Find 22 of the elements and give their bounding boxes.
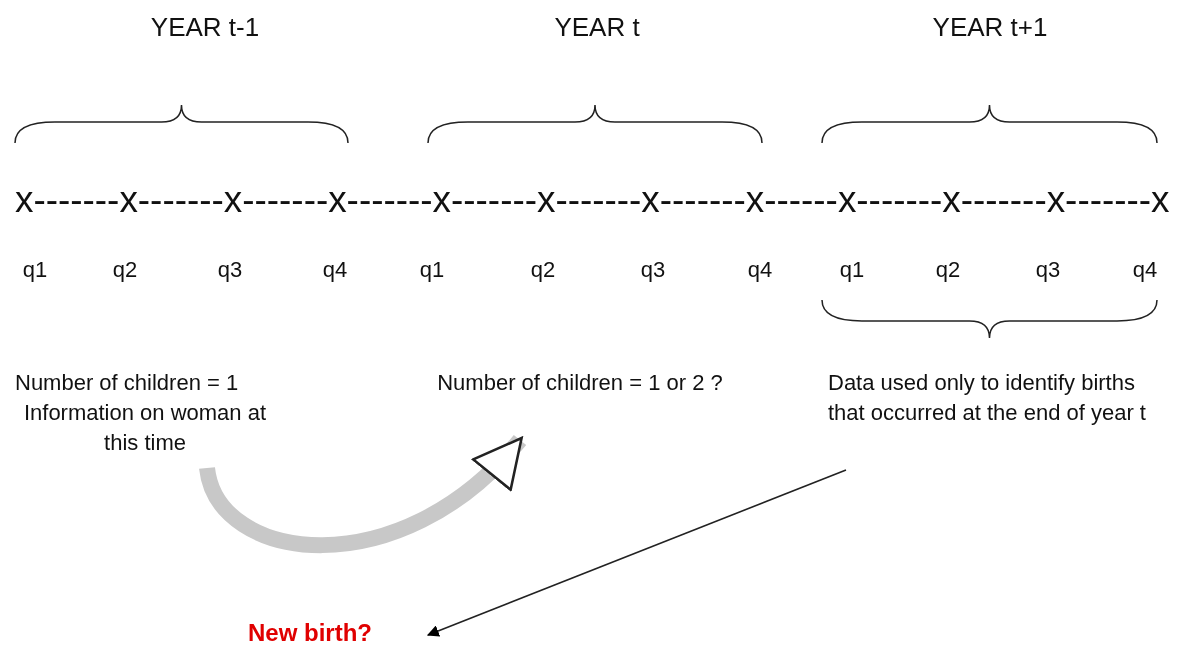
quarter-label: q1 — [418, 256, 446, 284]
quarter-label: q2 — [529, 256, 557, 284]
quarter-label: q2 — [934, 256, 962, 284]
question-text: New birth? — [248, 618, 428, 652]
annotation-text: Data used only to identify births that occurred at the end of year t — [828, 368, 1188, 470]
quarter-label: q4 — [321, 256, 349, 284]
quarter-label: q1 — [838, 256, 866, 284]
quarter-label: q4 — [1131, 256, 1159, 284]
year-heading: YEAR t-1 — [149, 12, 261, 42]
quarter-label: q3 — [639, 256, 667, 284]
arrow — [426, 469, 847, 637]
quarter-label: q2 — [111, 256, 139, 284]
timeline: x-------x-------x-------x-------x-------x-------x-------x------x-------x-------x-------x — [15, 185, 1170, 215]
annotation-text: Number of children = 1 Information on woman at this time — [15, 368, 335, 468]
year-heading: YEAR t — [553, 12, 641, 42]
quarter-label: q3 — [216, 256, 244, 284]
quarter-label: q3 — [1034, 256, 1062, 284]
curved-block-arrow — [199, 434, 526, 553]
quarter-label: q4 — [746, 256, 774, 284]
year-heading: YEAR t+1 — [931, 12, 1049, 42]
quarter-label: q1 — [21, 256, 49, 284]
annotation-text: Number of children = 1 or 2 ? — [430, 368, 730, 440]
